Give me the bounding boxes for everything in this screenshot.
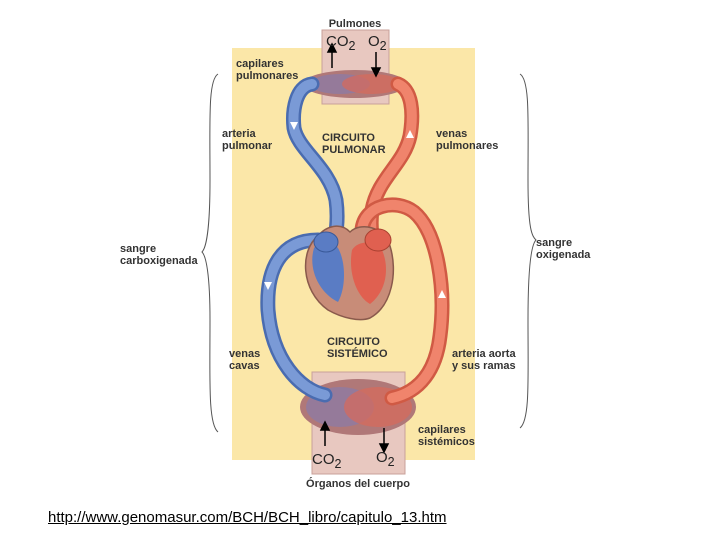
- source-link[interactable]: http://www.genomasur.com/BCH/BCH_libro/c…: [48, 509, 447, 526]
- label-co2-bottom: CO2: [312, 452, 341, 472]
- label-organs: Órganos del cuerpo: [306, 478, 410, 490]
- left-bracket: [201, 73, 219, 433]
- label-aorta: arteria aorta y sus ramas: [452, 348, 516, 372]
- right-bracket: [519, 73, 537, 429]
- left-ventricle: [350, 242, 386, 304]
- right-atrium: [313, 231, 339, 253]
- arrow-aorta: [438, 290, 446, 298]
- left-atrium: [364, 228, 392, 252]
- aorta-inner: [357, 199, 447, 403]
- label-oxygenated-blood: sangre oxigenada: [536, 237, 591, 261]
- co2-bottom-text: CO: [312, 451, 335, 468]
- co2-out-arrowhead: [326, 42, 338, 53]
- co2-up-arrowhead: [319, 420, 331, 431]
- co2-bottom-sub: 2: [334, 457, 342, 471]
- arrow-venae-cavae: [264, 282, 272, 290]
- label-o2-bottom: O2: [376, 450, 395, 470]
- right-ventricle: [312, 242, 344, 302]
- label-pulmonary-capillaries: capilares pulmonares: [236, 58, 299, 82]
- label-systemic-circuit: CIRCUITO SISTÉMICO: [327, 336, 388, 360]
- o2-in-arrowhead: [370, 67, 382, 78]
- arrow-pulmonary-veins: [406, 130, 414, 138]
- label-pulmonary-circuit: CIRCUITO PULMONAR: [322, 132, 386, 156]
- co2-top-text: CO: [326, 33, 349, 50]
- o2-top-text: O: [368, 33, 380, 50]
- label-co2-top: CO2: [326, 34, 355, 54]
- o2-down-arrowhead: [378, 443, 390, 454]
- label-lungs: Pulmones: [328, 18, 382, 30]
- label-pulmonary-veins: venas pulmonares: [436, 128, 499, 152]
- venae-cavae-inner: [262, 235, 330, 400]
- o2-bottom-text: O: [376, 449, 388, 466]
- o2-bottom-sub: 2: [387, 455, 395, 469]
- gas-arrows: [319, 42, 390, 454]
- flow-arrows: [264, 122, 446, 298]
- label-systemic-capillaries: capilares sistémicos: [418, 424, 475, 448]
- o2-top-sub: 2: [379, 39, 387, 53]
- label-o2-top: O2: [368, 34, 387, 54]
- label-pulmonary-artery: arteria pulmonar: [222, 128, 273, 152]
- co2-top-sub: 2: [348, 39, 356, 53]
- arrow-pulmonary-artery: [290, 122, 298, 130]
- label-venae-cavae: venas cavas: [229, 348, 261, 372]
- label-deoxygenated-blood: sangre carboxigenada: [120, 243, 198, 267]
- pulmonary-capillaries-red: [342, 74, 402, 94]
